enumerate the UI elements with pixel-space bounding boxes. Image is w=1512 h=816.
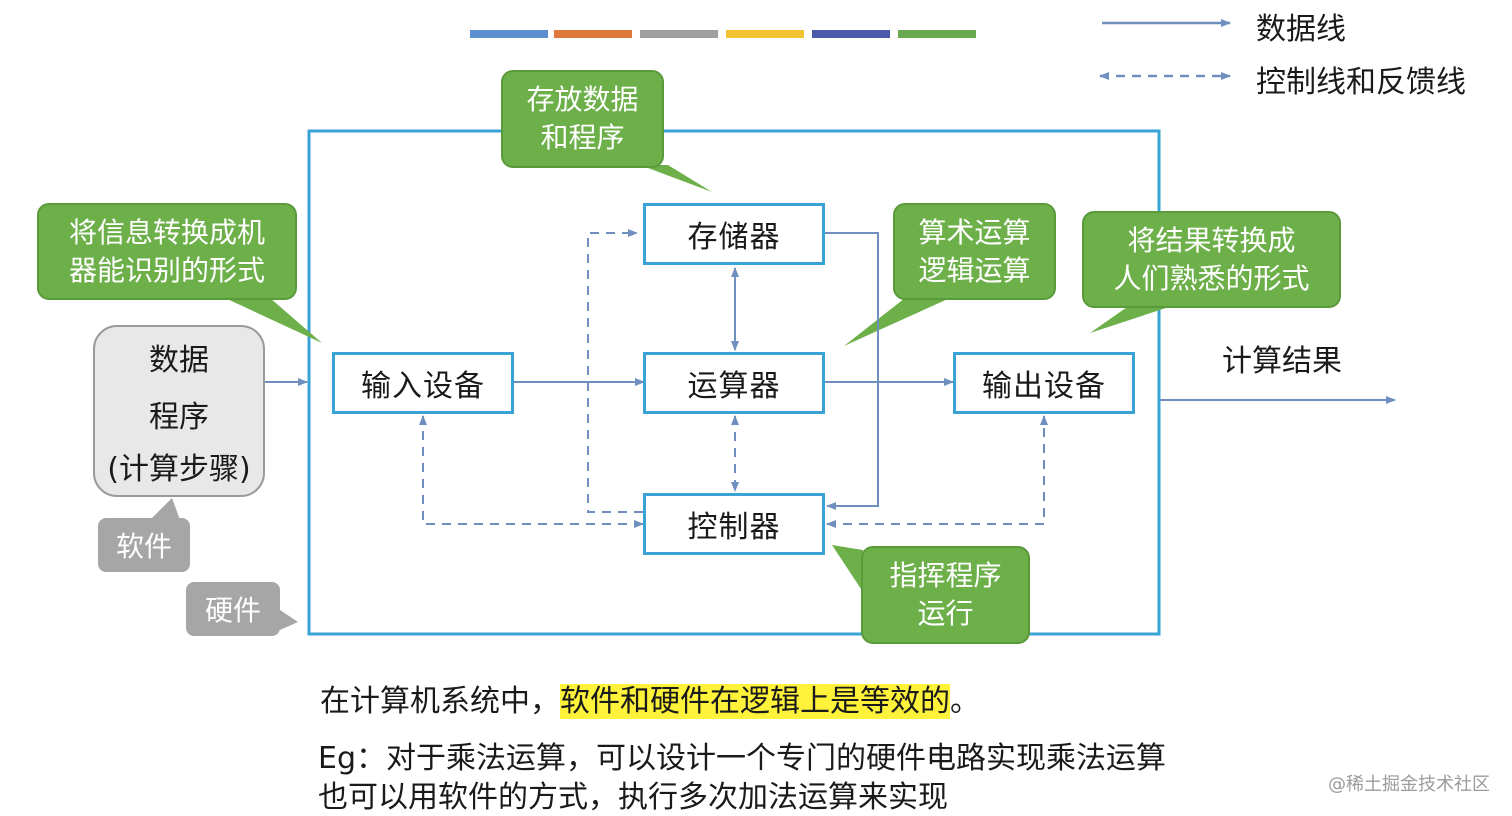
- color-bar: [812, 30, 890, 38]
- node-memory: 存储器: [643, 203, 825, 265]
- color-bar: [726, 30, 804, 38]
- software-line-data: 数据: [149, 343, 209, 378]
- legend-control-label: 控制线和反馈线: [1256, 65, 1466, 100]
- callout-tail: [280, 610, 298, 630]
- callout-line: 人们熟悉的形式: [1113, 261, 1310, 295]
- callout-tail: [150, 498, 180, 520]
- color-bar: [640, 30, 718, 38]
- software-line-program: 程序: [149, 400, 209, 435]
- callout-line: 器能识别的形式: [68, 253, 265, 287]
- callout-line: 将结果转换成: [1127, 223, 1296, 257]
- callout-direct: 指挥程序 运行: [861, 546, 1030, 644]
- color-bar: [470, 30, 548, 38]
- control-line-input: [419, 415, 644, 528]
- tag-software: 软件: [98, 518, 190, 572]
- tag-hardware: 硬件: [186, 582, 280, 636]
- callout-convert-out: 将结果转换成 人们熟悉的形式: [1082, 211, 1341, 308]
- node-input: 输入设备: [332, 352, 514, 414]
- callout-tail: [225, 298, 322, 343]
- callout-line: 存放数据: [526, 83, 639, 116]
- data-line-memory-controller: [825, 232, 879, 510]
- callout-tail: [832, 545, 863, 592]
- caption-suffix: 。: [950, 684, 980, 719]
- color-bar: [554, 30, 632, 38]
- legend-data-label: 数据线: [1256, 12, 1346, 47]
- callout-convert-in: 将信息转换成机 器能识别的形式: [37, 203, 297, 300]
- callout-tail: [844, 298, 950, 346]
- node-controller: 控制器: [643, 493, 825, 555]
- control-line-memory: [587, 229, 643, 513]
- hardware-frame: [307, 129, 1161, 636]
- callout-tail: [640, 165, 712, 192]
- software-box: [93, 325, 265, 497]
- watermark: @稀土掘金技术社区: [1328, 774, 1490, 795]
- callout-line: 算术运算: [918, 215, 1031, 249]
- node-output: 输出设备: [953, 352, 1135, 414]
- callout-store: 存放数据 和程序: [501, 70, 664, 168]
- caption-prefix: 在计算机系统中，: [320, 684, 560, 719]
- callout-line: 将信息转换成机: [68, 215, 265, 249]
- callout-line: 逻辑运算: [918, 253, 1031, 287]
- color-bar: [898, 30, 976, 38]
- control-line-output: [826, 415, 1048, 528]
- caption-line-1: 在计算机系统中，软件和硬件在逻辑上是等效的。: [320, 676, 980, 720]
- caption-highlight: 软件和硬件在逻辑上是等效的: [560, 684, 950, 719]
- callout-line: 和程序: [540, 121, 625, 154]
- caption-line-2: Eg：对于乘法运算，可以设计一个专门的硬件电路实现乘法运算: [318, 741, 1166, 776]
- software-line-steps: (计算步骤): [107, 452, 251, 487]
- callout-tail: [1090, 305, 1175, 333]
- result-label: 计算结果: [1222, 344, 1342, 379]
- callout-line: 运行: [917, 597, 974, 630]
- caption-line-3: 也可以用软件的方式，执行多次加法运算来实现: [318, 780, 948, 815]
- callout-arith: 算术运算 逻辑运算: [893, 203, 1056, 300]
- callout-line: 指挥程序: [889, 559, 1002, 592]
- node-alu: 运算器: [643, 352, 825, 414]
